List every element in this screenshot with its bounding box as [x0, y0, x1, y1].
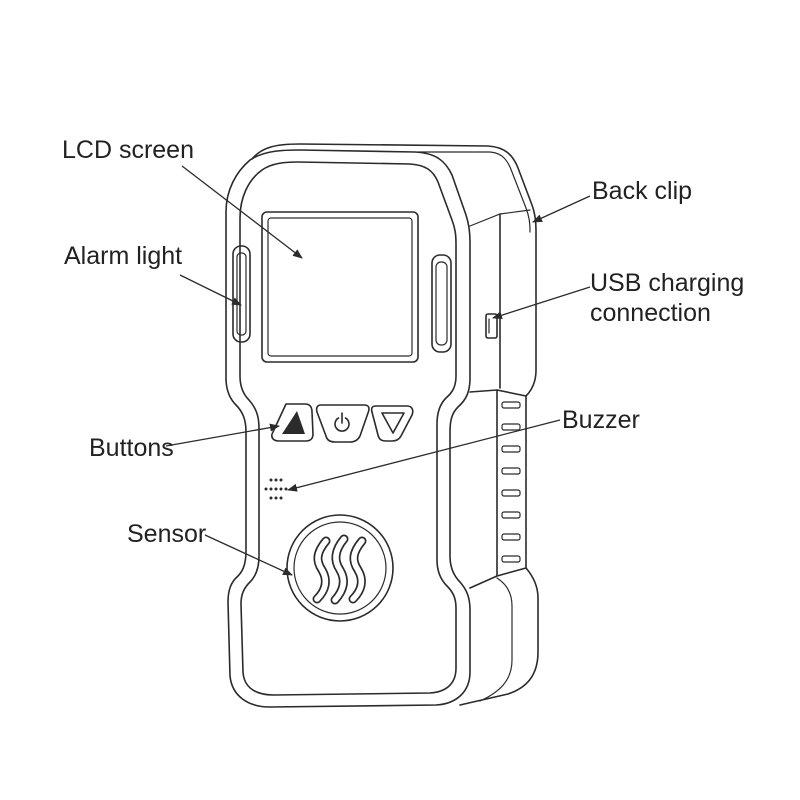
down-button-shape — [370, 405, 414, 442]
down-button — [370, 405, 414, 442]
lcd-screen — [261, 211, 419, 363]
back-clip-ridge — [501, 533, 521, 541]
buzzer-hole — [284, 487, 288, 491]
power-button — [315, 404, 370, 443]
up-triangle-icon — [282, 411, 305, 434]
back-clip-ridge — [501, 489, 521, 497]
back-clip-ridge — [501, 401, 521, 409]
leader-line-usb — [492, 286, 591, 320]
leader-line-alarm-light — [179, 274, 242, 306]
back-clip-ridged-panel — [469, 389, 527, 589]
device-lower-side-edge — [479, 577, 513, 702]
back-clip-ridge — [501, 467, 521, 475]
buttons — [271, 403, 414, 443]
power-icon-arc — [334, 417, 350, 432]
buzzer-hole — [264, 487, 268, 491]
label-lcd-screen: LCD screen — [62, 136, 194, 164]
sensor-vent-inner — [332, 536, 347, 603]
alarm-light-left-housing — [232, 245, 251, 343]
buzzer-hole — [279, 496, 283, 500]
buzzer-hole — [274, 478, 278, 482]
power-icon — [334, 412, 350, 432]
buzzer-hole — [279, 478, 283, 482]
device — [225, 143, 539, 708]
alarm-light-left — [232, 245, 251, 343]
leader-line-lcd-screen — [181, 165, 303, 259]
leader-line-buttons — [165, 423, 280, 447]
label-usb-charging-line1: USB charging — [590, 269, 744, 297]
up-button — [271, 403, 314, 442]
power-button-shape — [315, 404, 370, 443]
label-usb-charging-line2: connection — [590, 299, 711, 327]
buzzer-hole — [279, 487, 283, 491]
back-clip-ridge — [501, 511, 521, 519]
device-front-face — [239, 161, 457, 696]
buzzer-hole — [269, 478, 273, 482]
usb-port — [485, 313, 498, 339]
label-alarm-light: Alarm light — [64, 242, 182, 270]
device-top-bevel — [417, 151, 531, 233]
lcd-screen-display — [267, 217, 413, 357]
leader-lines — [165, 165, 591, 576]
label-buzzer: Buzzer — [562, 406, 640, 434]
labels: LCD screen Back clip Alarm light USB cha… — [62, 136, 744, 548]
back-clip-ridge — [501, 423, 521, 431]
buzzer-hole — [269, 496, 273, 500]
back-clip-ridge — [501, 445, 521, 453]
buzzer — [264, 478, 288, 500]
alarm-light-left-lens — [236, 252, 247, 336]
usb-port-opening — [485, 313, 498, 339]
back-clip-ridge — [501, 555, 521, 563]
back-clip — [469, 213, 527, 702]
back-clip-ledge — [469, 389, 527, 397]
label-sensor: Sensor — [127, 520, 206, 548]
buzzer-hole — [274, 496, 278, 500]
device-front-outer-outline — [225, 149, 471, 708]
buzzer-hole — [274, 487, 278, 491]
sensor-vents — [312, 534, 367, 605]
device-side-outline — [251, 143, 539, 706]
sensor-vent-inner — [350, 538, 365, 602]
label-buttons: Buttons — [89, 434, 174, 462]
sensor-vent-inner — [314, 538, 329, 602]
leader-line-back-clip — [532, 195, 591, 223]
up-button-shape — [271, 403, 314, 442]
alarm-light-right-lens — [435, 261, 448, 346]
sensor-inner-ring — [293, 521, 387, 615]
down-triangle-icon — [381, 412, 405, 434]
leader-line-buzzer — [287, 419, 561, 492]
buzzer-hole — [269, 487, 273, 491]
alarm-light-right — [431, 254, 452, 353]
lcd-screen-frame — [261, 211, 419, 363]
alarm-light-right-housing — [431, 254, 452, 353]
sensor — [286, 514, 394, 622]
label-back-clip: Back clip — [592, 177, 692, 205]
leader-line-sensor — [204, 534, 293, 576]
